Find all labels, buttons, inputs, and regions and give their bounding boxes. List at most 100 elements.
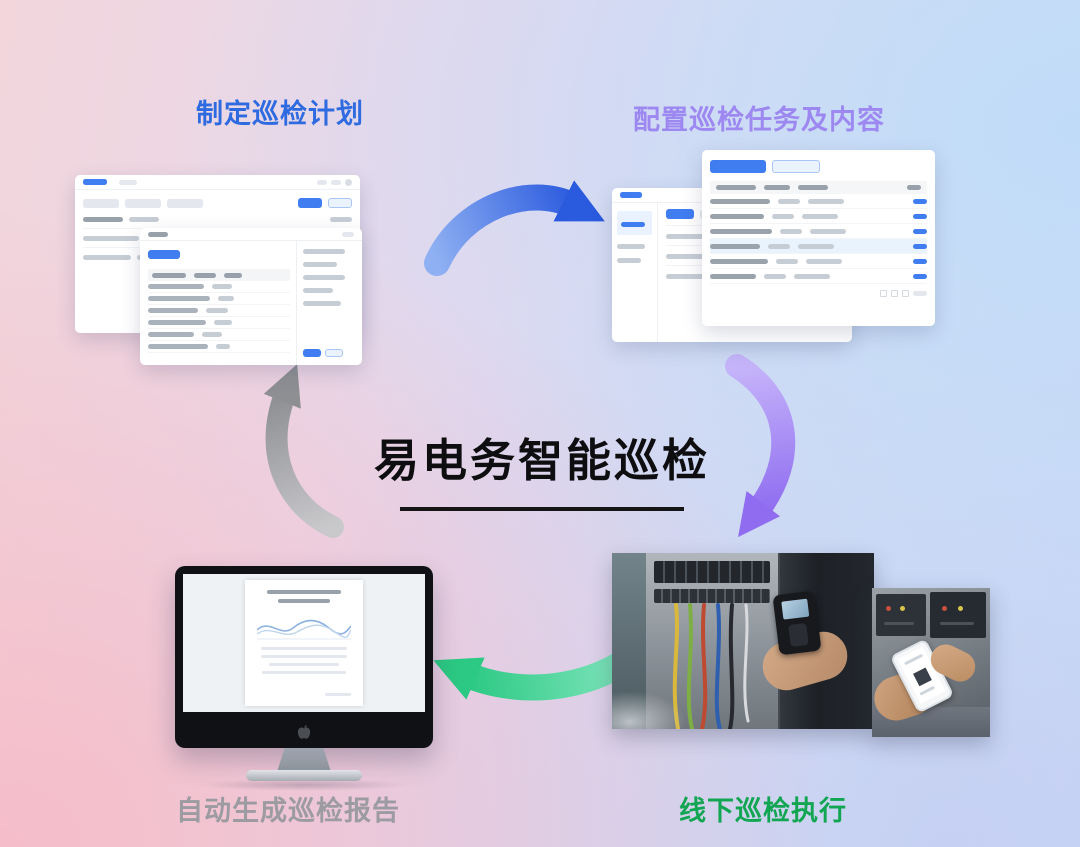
table-row-skeleton [710, 254, 927, 269]
table-row-skeleton [148, 341, 290, 353]
cell-bar [83, 217, 123, 222]
field-bar [303, 249, 345, 254]
secondary-button-skeleton [328, 198, 352, 208]
table-header [148, 269, 290, 281]
cell-bar [218, 296, 234, 301]
column-header-bar [224, 272, 242, 278]
cell-bar [666, 234, 718, 239]
page-square [891, 290, 898, 297]
page-square [902, 290, 909, 297]
inspection-photo-cabinet [612, 553, 874, 729]
nav-label-bar [617, 244, 645, 249]
panel-actions [303, 349, 354, 357]
device-grip [788, 622, 809, 647]
switchgear-panel [876, 594, 926, 636]
input-skeleton [167, 198, 203, 208]
field-bar [303, 275, 345, 280]
pagination [702, 290, 935, 297]
report-wave-chart [257, 619, 351, 640]
secondary-button-skeleton [325, 349, 343, 357]
report-signature-bar [325, 693, 351, 696]
cell-bar [148, 344, 208, 349]
page-size-bar [913, 291, 927, 296]
column-header-bar [152, 272, 186, 278]
imac-display [183, 574, 425, 712]
cell-bar [810, 228, 846, 234]
plan-table [148, 241, 290, 365]
report-line-bar [261, 647, 347, 650]
cell-bar [778, 198, 800, 204]
nav-label-bar [621, 222, 645, 227]
cell-bar [83, 255, 131, 260]
cell-bar [330, 217, 352, 222]
panel-slot [884, 622, 914, 625]
imac-shadow [198, 779, 410, 791]
cell-bar [710, 228, 772, 234]
cell-bar [148, 284, 204, 289]
input-skeleton [125, 198, 161, 208]
field-bar [303, 301, 341, 306]
window-header [140, 228, 362, 241]
imac-stand [277, 748, 331, 772]
imac-base [246, 770, 362, 781]
table-row-skeleton [710, 194, 927, 209]
cell-bar [148, 320, 206, 325]
cell-bar [148, 296, 210, 301]
cell-bar [802, 213, 838, 219]
step-label-offline: 线下巡检执行 [679, 796, 847, 826]
terminal-block-row [654, 561, 770, 583]
primary-button-skeleton [298, 198, 322, 208]
indicator-light-red [886, 606, 891, 611]
primary-button-skeleton [148, 250, 180, 259]
arrow-config-to-offline [725, 354, 796, 538]
table-row-skeleton [148, 305, 290, 317]
column-header-bar [716, 185, 756, 190]
indicator-light-red [942, 606, 947, 611]
cell-bar [806, 258, 842, 264]
report-line-bar [261, 655, 347, 658]
header-bar [342, 231, 354, 237]
cell-bar [794, 273, 830, 279]
cell-bar [710, 243, 760, 249]
table-row-skeleton [710, 269, 927, 284]
window-header [75, 175, 360, 190]
title-underline [399, 507, 684, 511]
report-subtitle-bar [278, 599, 330, 603]
center-title: 易电务智能巡检 [373, 435, 711, 486]
panel-slot [940, 622, 974, 625]
input-skeleton [83, 198, 119, 208]
page-square [880, 290, 887, 297]
cell-bar [710, 213, 764, 219]
table-row-skeleton [710, 209, 927, 224]
nav-bar [119, 179, 137, 185]
thermal-camera-device [772, 590, 822, 656]
header-bar [317, 179, 327, 185]
cell-bar [768, 243, 790, 249]
step-label-report: 自动生成巡检报告 [176, 796, 400, 826]
column-header-bar [764, 185, 790, 190]
cell-bar [216, 344, 230, 349]
cell-bar [129, 217, 159, 222]
table-row-skeleton [148, 329, 290, 341]
cell-bar [710, 273, 756, 279]
table-row-skeleton [148, 281, 290, 293]
center-title-group: 易电务智能巡检 [374, 424, 710, 511]
header-bar [331, 179, 341, 185]
column-header-bar [907, 185, 921, 190]
cell-bar [666, 274, 722, 279]
report-title-bar [267, 590, 341, 594]
step-label-config: 配置巡检任务及内容 [633, 105, 885, 135]
cell-bar [710, 258, 768, 264]
avatar [345, 178, 352, 186]
table-header [710, 181, 927, 194]
cell-bar [772, 213, 794, 219]
sidebar-item-active [617, 211, 652, 235]
create-task-button-skeleton [710, 160, 766, 173]
primary-button-skeleton [666, 209, 694, 219]
detail-link-bar [913, 228, 927, 234]
inspection-photo-phone [872, 588, 990, 737]
step-label-plan: 制定巡检计划 [196, 99, 364, 129]
detail-link-bar [913, 258, 927, 264]
column-header-bar [194, 272, 216, 278]
table-row-skeleton [710, 224, 927, 239]
